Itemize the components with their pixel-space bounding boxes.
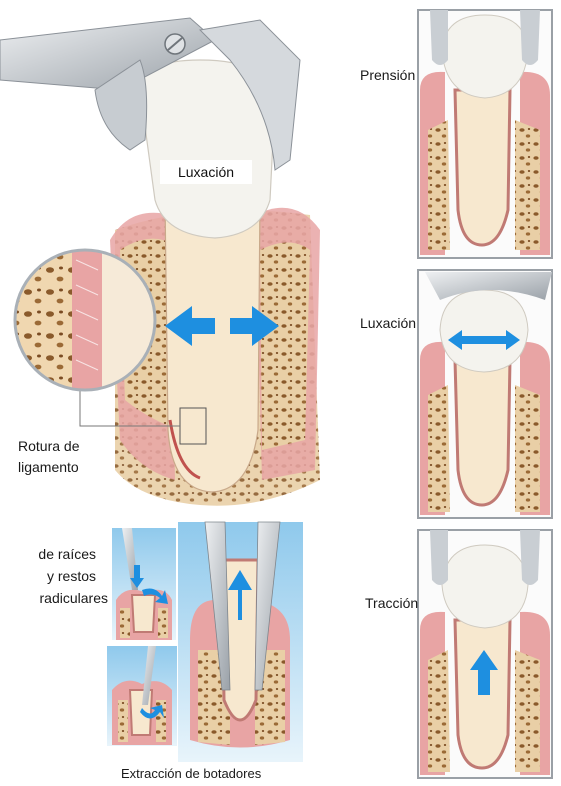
side-panel-prension [418,10,552,258]
roots-label-line2: y restos [14,567,96,586]
luxacion-side-label: Luxación [360,314,416,333]
elevator-panel-top [112,528,176,640]
rotura-label-line2: ligamento [18,458,79,477]
traccion-label: Tracción [365,594,418,613]
side-panel-traccion [418,530,552,778]
rotura-label-line1: Rotura de [18,437,79,456]
roots-label-line3: radiculares [14,589,108,608]
main-luxacion-label: Luxación [160,160,252,184]
caption-label: Extracción de botadores [121,764,261,783]
side-panel-luxacion [418,270,552,518]
prension-label: Prensión [360,66,415,85]
elevator-panel-bottom [107,646,177,746]
roots-label-line1: de raíces [28,545,96,564]
elevator-panel-large [178,522,303,762]
